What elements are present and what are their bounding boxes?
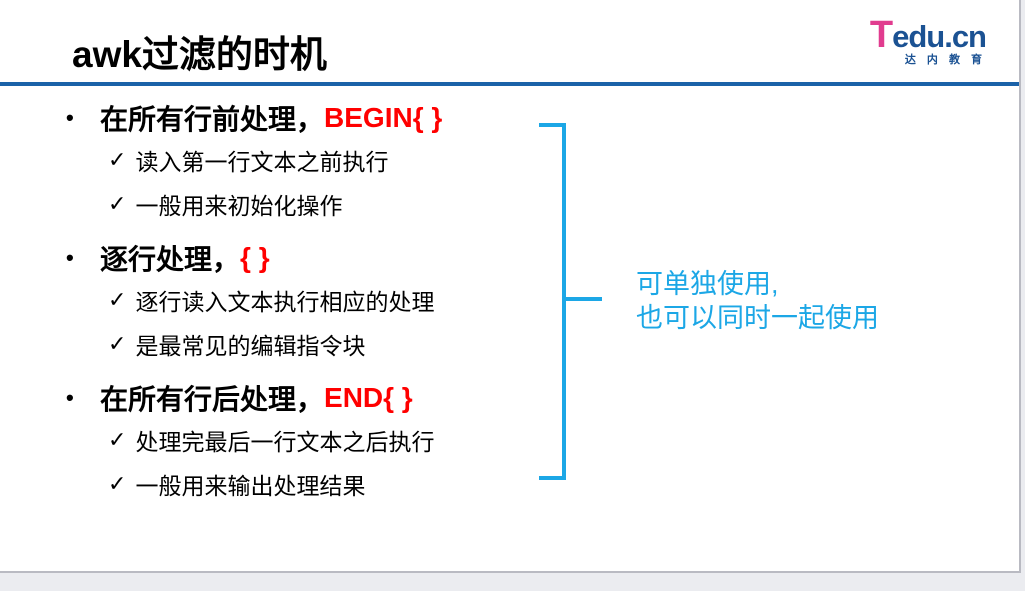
bullet-main-line: • 在所有行前处理， BEGIN{ } — [64, 98, 544, 138]
sub-bullet: ✓ 一般用来初始化操作 — [64, 182, 544, 226]
bullet-main-line: • 在所有行后处理， END{ } — [64, 378, 544, 418]
bullet-dot-icon: • — [66, 105, 74, 130]
check-icon: ✓ — [108, 471, 127, 496]
sub-bullet-text: 一般用来输出处理结果 — [135, 473, 366, 499]
bullet-text: 在所有行前处理， — [100, 104, 325, 135]
sub-bullet-text: 处理完最后一行文本之后执行 — [135, 429, 435, 455]
check-icon: ✓ — [108, 427, 127, 452]
logo-t-letter: T — [869, 14, 893, 56]
bullet-item: • 在所有行前处理， BEGIN{ } ✓ 读入第一行文本之前执行 ✓ 一般用来… — [64, 98, 544, 226]
bullet-item: • 逐行处理， { } ✓ 逐行读入文本执行相应的处理 ✓ 是最常见的编辑指令块 — [64, 238, 544, 366]
bullet-highlight: { } — [240, 242, 270, 273]
bracket-vertical-line — [562, 123, 566, 480]
check-icon: ✓ — [108, 147, 127, 172]
bullet-text: 在所有行后处理， — [100, 384, 325, 415]
sub-bullet-text: 一般用来初始化操作 — [135, 193, 343, 219]
logo-domain-text: edu.cn — [892, 19, 987, 54]
sub-bullet: ✓ 一般用来输出处理结果 — [64, 462, 544, 506]
sub-bullet: ✓ 逐行读入文本执行相应的处理 — [64, 278, 544, 322]
sub-bullet: ✓ 读入第一行文本之前执行 — [64, 138, 544, 182]
check-icon: ✓ — [108, 191, 127, 216]
bullet-list: • 在所有行前处理， BEGIN{ } ✓ 读入第一行文本之前执行 ✓ 一般用来… — [64, 98, 544, 506]
bracket-top-arm — [539, 123, 566, 127]
bullet-text: 逐行处理， — [100, 244, 241, 275]
sub-bullet-text: 逐行读入文本执行相应的处理 — [135, 289, 435, 315]
bracket-bottom-arm — [539, 476, 566, 480]
logo-subtitle: 达 内 教 育 — [904, 54, 986, 66]
side-note-line1: 可单独使用, — [636, 269, 779, 299]
bullet-highlight: BEGIN{ } — [324, 102, 443, 133]
bullet-item: • 在所有行后处理， END{ } ✓ 处理完最后一行文本之后执行 ✓ 一般用来… — [64, 378, 544, 506]
sub-bullet: ✓ 是最常见的编辑指令块 — [64, 322, 544, 366]
side-note: 可单独使用, 也可以同时一起使用 — [636, 267, 879, 335]
bullet-highlight: END{ } — [324, 382, 413, 413]
bullet-main-line: • 逐行处理， { } — [64, 238, 544, 278]
logo-wordmark: Tedu.cn — [858, 16, 987, 54]
sub-bullet-text: 读入第一行文本之前执行 — [135, 149, 389, 175]
bracket-middle-pointer — [566, 297, 602, 301]
check-icon: ✓ — [108, 287, 127, 312]
tedu-logo: Tedu.cn 达 内 教 育 — [858, 16, 987, 67]
page-title: awk过滤的时机 — [72, 34, 327, 75]
sub-bullet-text: 是最常见的编辑指令块 — [135, 333, 366, 359]
side-note-line2: 也可以同时一起使用 — [636, 303, 879, 333]
title-divider — [0, 82, 1019, 86]
slide-canvas: awk过滤的时机 Tedu.cn 达 内 教 育 • 在所有行前处理， BEGI… — [0, 0, 1021, 573]
sub-bullet: ✓ 处理完最后一行文本之后执行 — [64, 418, 544, 462]
bullet-dot-icon: • — [66, 245, 74, 270]
bullet-dot-icon: • — [66, 385, 74, 410]
check-icon: ✓ — [108, 331, 127, 356]
